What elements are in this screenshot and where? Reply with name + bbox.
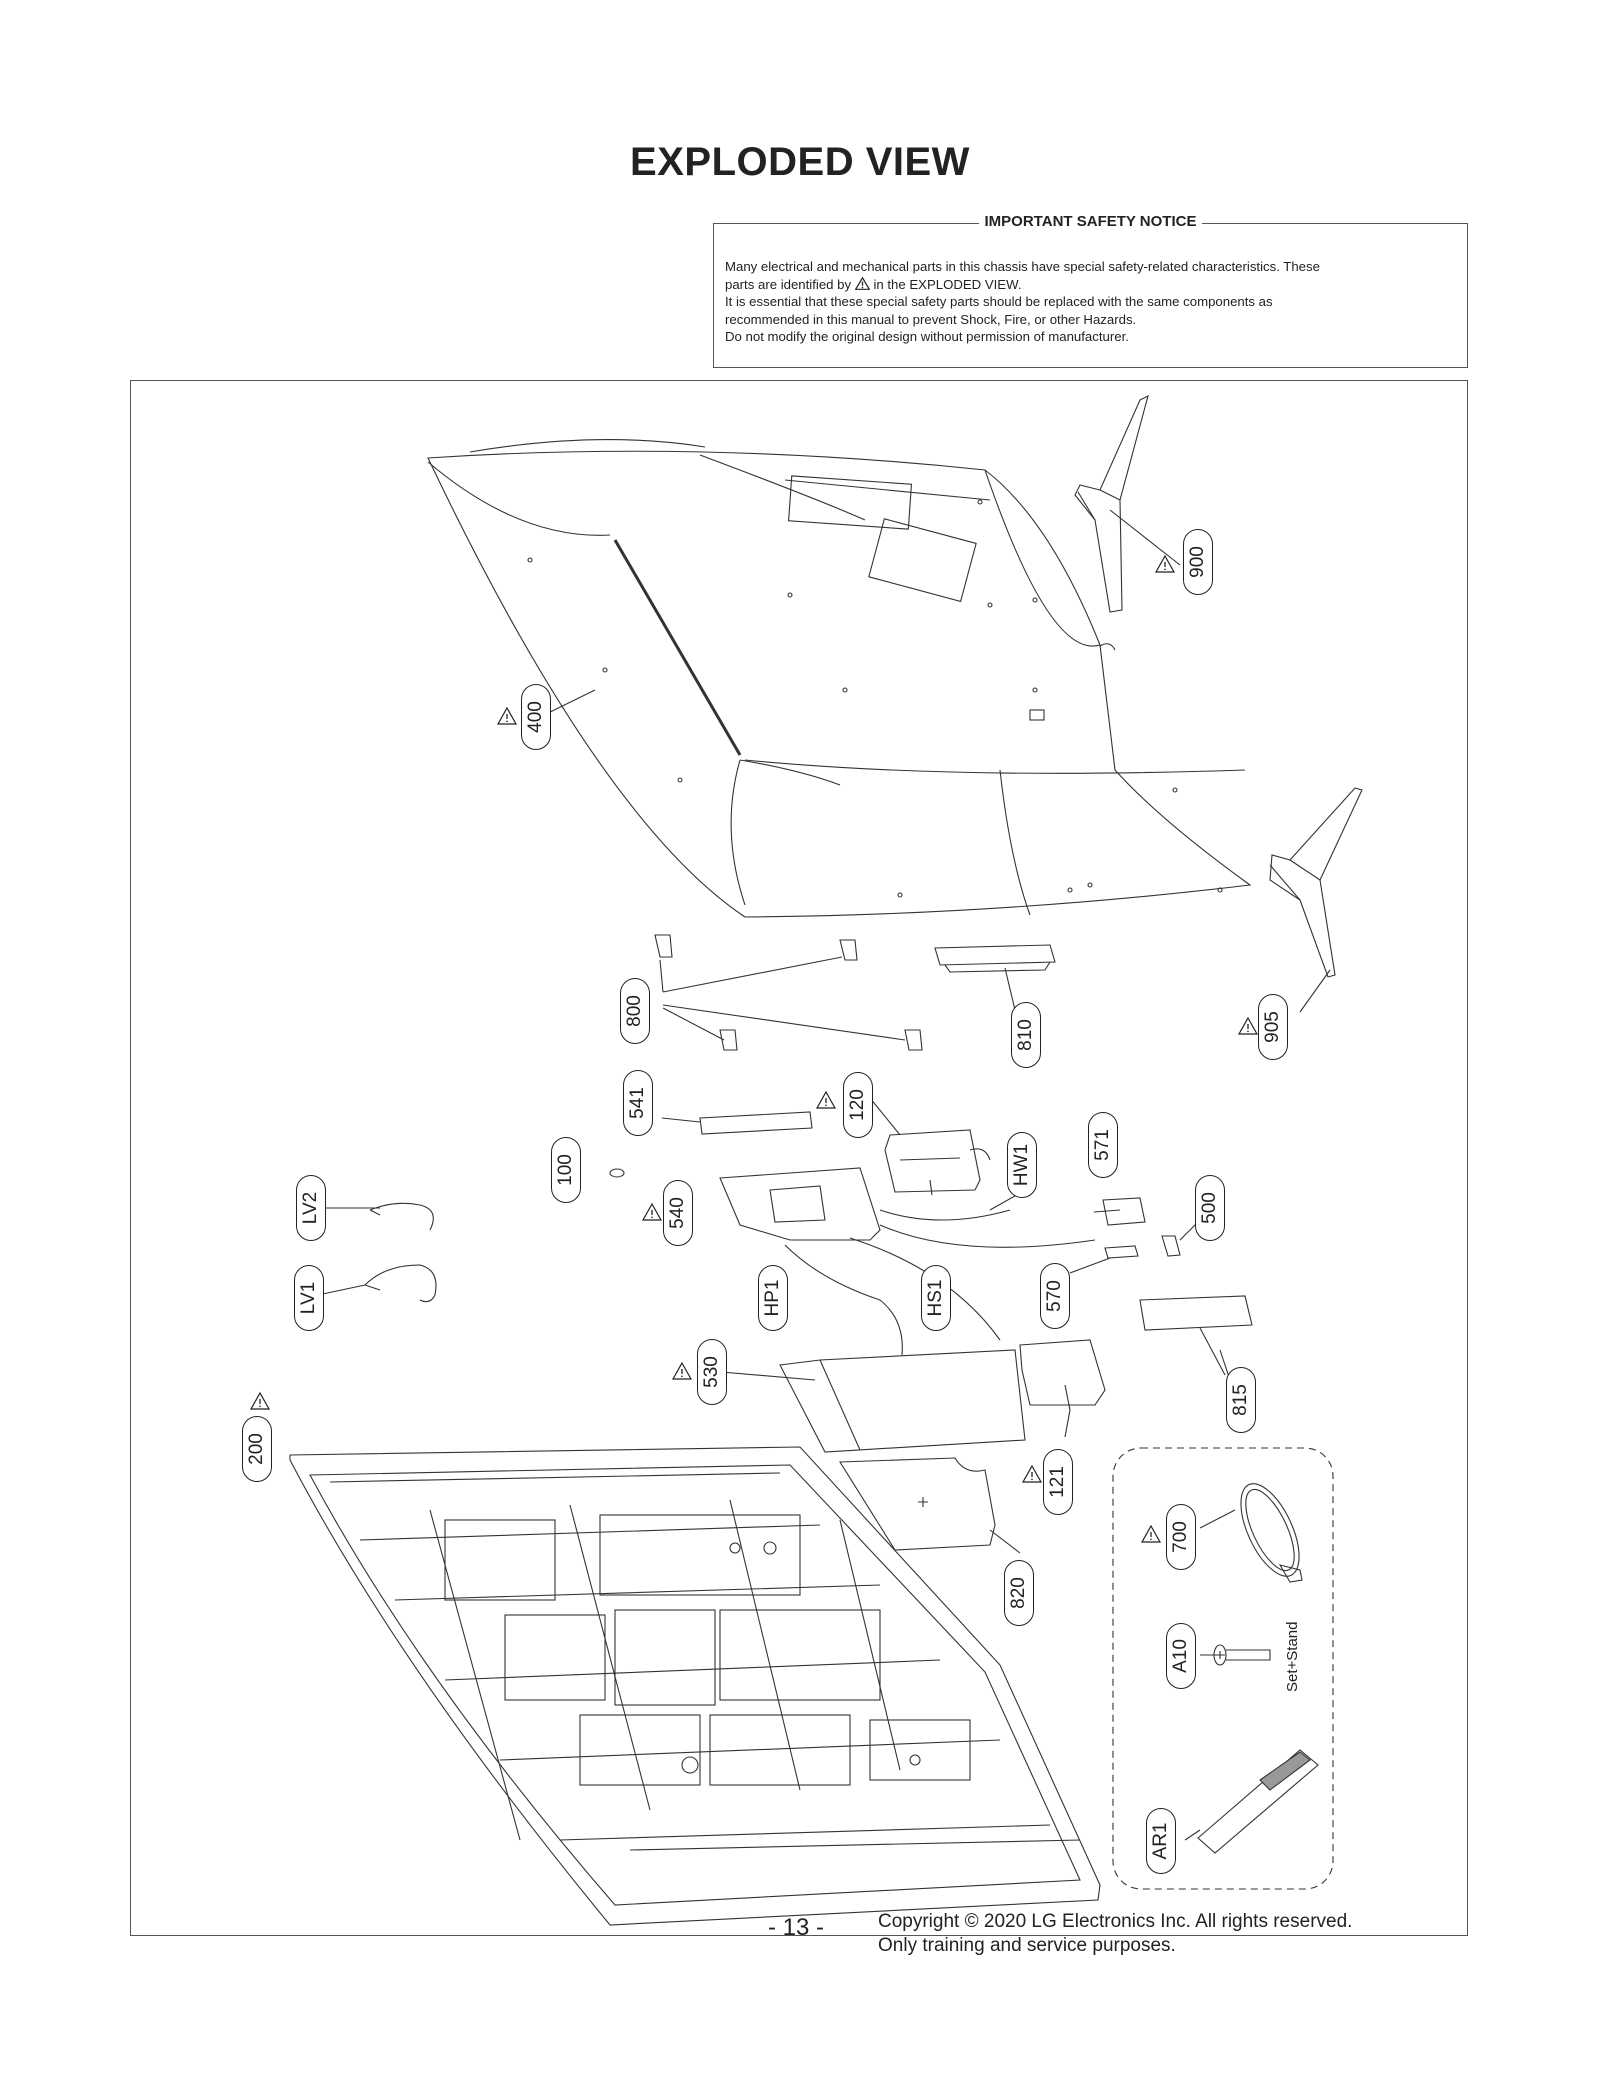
sheet-530: [697, 1349, 1026, 1453]
notice-line-4: recommended in this manual to prevent Sh…: [725, 311, 1137, 327]
callout-hp1: HP1: [758, 1265, 788, 1331]
copyright: Copyright © 2020 LG Electronics Inc. All…: [878, 1910, 1352, 1958]
set-stand-label: Set+Stand: [1284, 1621, 1301, 1692]
cable-lv1: [364, 1264, 437, 1303]
power-cord-700: [1240, 1483, 1303, 1583]
notice-line-2b: in the EXPLODED VIEW.: [873, 276, 1022, 292]
callout-a10: A10: [1166, 1623, 1196, 1689]
notice-line-1: Many electrical and mechanical parts in …: [725, 259, 1320, 274]
warning-icon-120: [816, 1091, 836, 1109]
callout-530: 530: [697, 1339, 727, 1405]
callout-500: 500: [1195, 1175, 1225, 1241]
callout-905: 905: [1258, 994, 1288, 1060]
front-frame-200: [289, 1446, 1101, 1926]
callout-820: 820: [1004, 1560, 1034, 1626]
callout-lv2: LV2: [296, 1175, 326, 1241]
copyright-line-1: Copyright © 2020 LG Electronics Inc. All…: [878, 1911, 1353, 1932]
callout-570: 570: [1040, 1263, 1070, 1329]
callout-900: 900: [1183, 529, 1213, 595]
stand-900: [1074, 394, 1149, 613]
callout-121: 121: [1043, 1449, 1073, 1515]
sheet-820: [839, 1457, 996, 1551]
speaker-815: [1139, 1295, 1253, 1376]
warning-icon-121: [1022, 1465, 1042, 1483]
copyright-line-2: Only training and service purposes.: [878, 1935, 1176, 1956]
bracket-810: [934, 944, 1056, 1011]
warning-icon-700: [1141, 1525, 1161, 1543]
stand-905: [1269, 787, 1363, 978]
safety-notice-heading: IMPORTANT SAFETY NOTICE: [978, 213, 1203, 230]
power-unit-121: [1019, 1339, 1106, 1411]
remote-ar1: [1197, 1749, 1319, 1854]
warning-icon-905: [1238, 1017, 1258, 1035]
callout-400: 400: [521, 684, 551, 750]
safety-notice-box: IMPORTANT SAFETY NOTICE Many electrical …: [713, 213, 1468, 368]
callout-700: 700: [1166, 1504, 1196, 1570]
callout-ar1: AR1: [1146, 1808, 1176, 1874]
accessories-box: [1112, 1447, 1334, 1890]
callout-810: 810: [1011, 1002, 1041, 1068]
part-100: [609, 1168, 625, 1178]
exploded-view-frame: [130, 380, 1468, 1936]
callout-200: 200: [242, 1416, 272, 1482]
brackets-800: [654, 934, 923, 1051]
callout-571: 571: [1088, 1112, 1118, 1178]
warning-icon-530: [672, 1362, 692, 1380]
leader-lines: [317, 509, 1331, 1841]
notice-line-3: It is essential that these special safet…: [725, 294, 1273, 309]
warning-icon-400: [497, 707, 517, 725]
callout-540: 540: [663, 1180, 693, 1246]
callout-100: 100: [551, 1137, 581, 1203]
warning-triangle-icon: [854, 276, 870, 290]
part-570: [1104, 1245, 1139, 1259]
callout-541: 541: [623, 1070, 653, 1136]
notice-line-5: Do not modify the original design withou…: [725, 329, 1129, 344]
callout-lv1: LV1: [294, 1265, 324, 1331]
screw-a10: [1213, 1644, 1271, 1666]
page-number: - 13 -: [768, 1914, 825, 1941]
back-cover-400: [427, 439, 1252, 918]
cable-lv2: [369, 1202, 434, 1231]
safety-notice-body: Many electrical and mechanical parts in …: [725, 258, 1454, 346]
warning-icon-200: [250, 1392, 270, 1410]
power-unit-120: [884, 1129, 991, 1196]
callout-120: 120: [843, 1072, 873, 1138]
callout-hw1: HW1: [1007, 1132, 1037, 1198]
part-541: [699, 1111, 813, 1135]
notice-line-2a: parts are identified by: [725, 276, 852, 292]
page-title: EXPLODED VIEW: [630, 140, 970, 184]
callout-815: 815: [1226, 1367, 1256, 1433]
warning-icon-540: [642, 1203, 662, 1221]
part-500: [1161, 1235, 1181, 1257]
callout-hs1: HS1: [921, 1265, 951, 1331]
callout-800: 800: [620, 978, 650, 1044]
part-571: [1102, 1197, 1146, 1226]
